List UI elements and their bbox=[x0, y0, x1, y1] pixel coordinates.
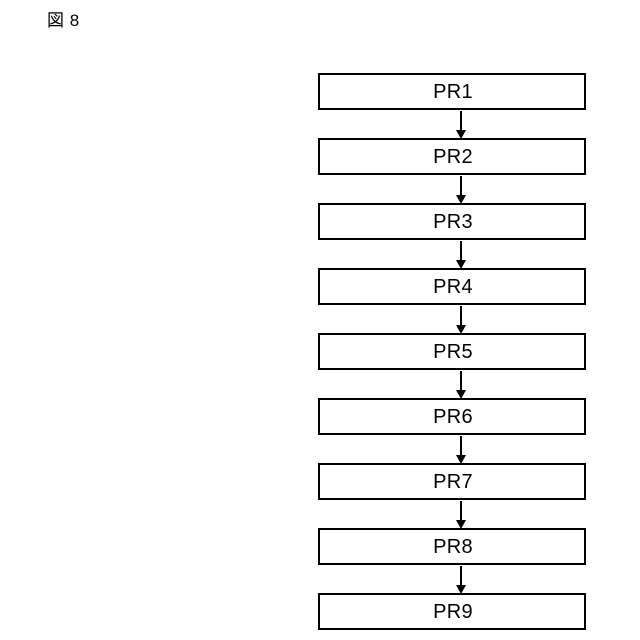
flow-node-pr1[interactable]: PR1 bbox=[318, 73, 586, 110]
flow-node-label: PR7 bbox=[433, 470, 473, 493]
arrow-down-icon-5 bbox=[456, 371, 467, 399]
flow-node-pr2[interactable]: PR2 bbox=[318, 138, 586, 175]
flow-node-label: PR3 bbox=[433, 210, 473, 233]
flow-node-pr7[interactable]: PR7 bbox=[318, 463, 586, 500]
flow-node-label: PR4 bbox=[433, 275, 473, 298]
flow-node-pr4[interactable]: PR4 bbox=[318, 268, 586, 305]
arrow-down-icon-6 bbox=[456, 436, 467, 464]
arrow-down-icon-7 bbox=[456, 501, 467, 529]
arrow-down-icon-1 bbox=[456, 111, 467, 139]
flow-node-label: PR2 bbox=[433, 145, 473, 168]
flow-node-label: PR6 bbox=[433, 405, 473, 428]
flow-node-pr5[interactable]: PR5 bbox=[318, 333, 586, 370]
arrow-down-icon-2 bbox=[456, 176, 467, 204]
flow-node-label: PR1 bbox=[433, 80, 473, 103]
flowchart: PR1 PR2 PR3 PR4 PR5 bbox=[318, 73, 586, 630]
figure-caption: 図 8 bbox=[47, 11, 80, 30]
flow-node-pr3[interactable]: PR3 bbox=[318, 203, 586, 240]
flow-node-label: PR9 bbox=[433, 600, 473, 623]
flow-node-pr9[interactable]: PR9 bbox=[318, 593, 586, 630]
flow-node-label: PR5 bbox=[433, 340, 473, 363]
arrow-down-icon-3 bbox=[456, 241, 467, 269]
arrow-down-icon-8 bbox=[456, 566, 467, 594]
flow-node-pr8[interactable]: PR8 bbox=[318, 528, 586, 565]
flow-node-label: PR8 bbox=[433, 535, 473, 558]
flow-node-pr6[interactable]: PR6 bbox=[318, 398, 586, 435]
arrow-down-icon-4 bbox=[456, 306, 467, 334]
